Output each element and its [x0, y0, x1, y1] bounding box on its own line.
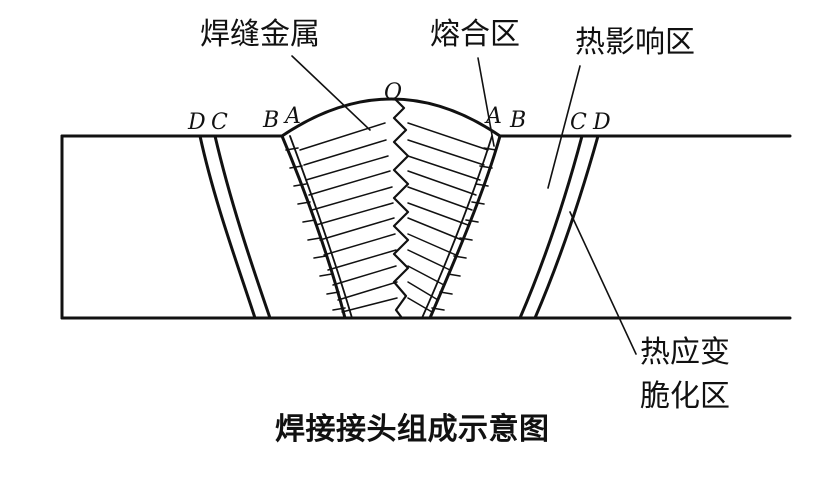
letter-left-C: C — [211, 110, 228, 135]
leader-embrittle — [569, 211, 637, 355]
haz-boundary-right — [518, 134, 584, 320]
label-haz: 热影响区 — [575, 25, 695, 60]
label-weld-metal: 焊缝金属 — [200, 17, 320, 52]
fusion-zone-outer-left — [289, 135, 353, 319]
haz-boundary-left — [213, 134, 272, 320]
letter-left-D: D — [188, 110, 206, 135]
fusion-zone-outer-right — [421, 135, 493, 319]
letter-right-C: C — [570, 110, 587, 135]
fusion-boundary-right — [428, 134, 502, 320]
grain-streaks-left — [299, 122, 398, 313]
label-embrittle-line2: 脆化区 — [640, 379, 730, 414]
weld-cap — [280, 97, 502, 138]
letter-left-A: A — [285, 104, 301, 129]
weld-centerline — [392, 98, 410, 320]
letter-right-B: B — [510, 108, 527, 133]
grain-streaks-right — [407, 122, 489, 313]
embrittle-boundary-left — [198, 134, 257, 320]
letter-top-center: O — [384, 80, 403, 105]
embrittle-boundary-right — [533, 134, 600, 320]
letter-right-A: A — [486, 104, 502, 129]
leader-weld-metal — [291, 55, 371, 131]
fusion-ticks-right — [431, 147, 497, 311]
letter-left-B: B — [263, 108, 280, 133]
letter-right-D: D — [593, 110, 611, 135]
label-fusion-zone: 熔合区 — [430, 17, 520, 52]
fusion-ticks-left — [285, 147, 346, 311]
label-embrittle-line1: 热应变 — [640, 335, 730, 370]
leader-haz — [547, 65, 581, 189]
leader-fusion-zone — [477, 57, 495, 147]
fusion-boundary-left — [280, 134, 347, 320]
figure-caption: 焊接接头组成示意图 — [275, 412, 550, 447]
